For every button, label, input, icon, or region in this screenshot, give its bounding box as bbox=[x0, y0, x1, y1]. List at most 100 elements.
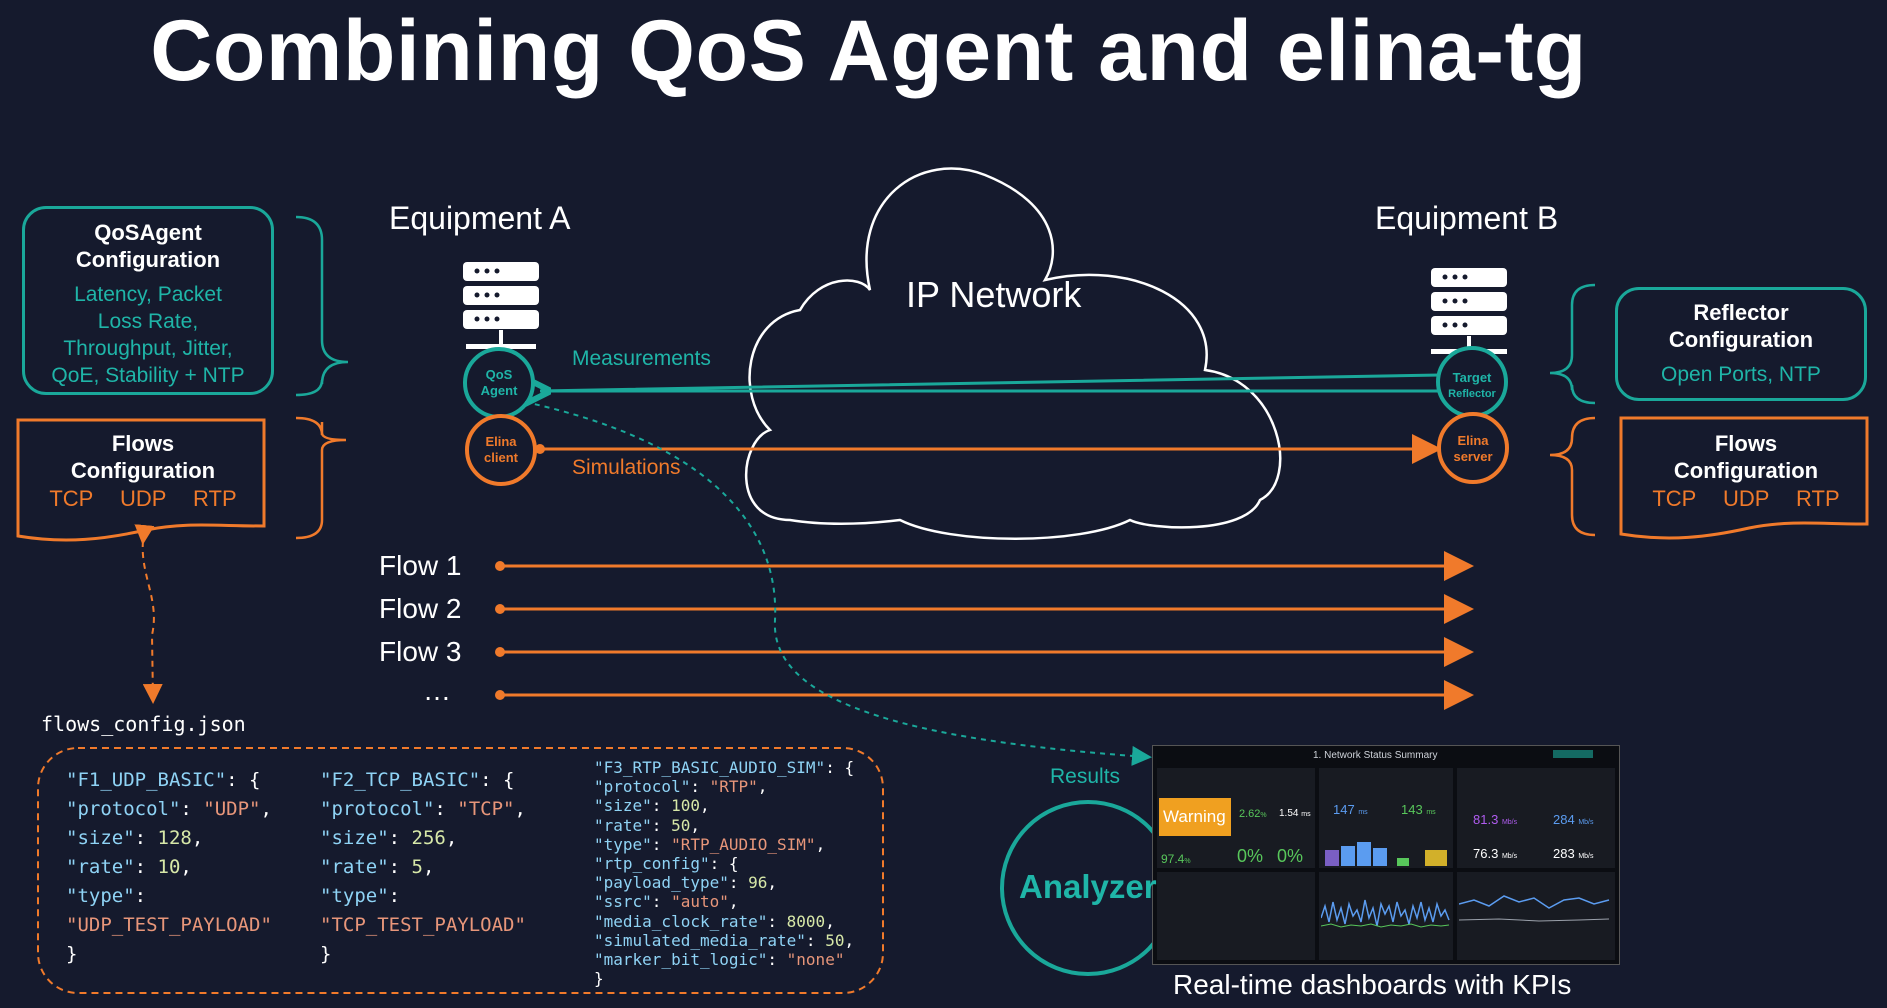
unit: Mb/s bbox=[1501, 819, 1518, 826]
equipment-b-label: Equipment B bbox=[1375, 200, 1559, 236]
dashboard-logo bbox=[1553, 750, 1593, 758]
equipment-a-label: Equipment A bbox=[389, 200, 571, 236]
dashboard-value-v6: 284 Mb/s bbox=[1553, 812, 1594, 827]
reflector-config-box: Reflector Configuration Open Ports, NTP bbox=[1615, 287, 1867, 401]
dashboard-value-v7: 97.4% bbox=[1161, 852, 1191, 866]
code-column-3: "F3_RTP_BASIC_AUDIO_SIM": { "protocol": … bbox=[594, 758, 855, 989]
config-file-name: flows_config.json bbox=[41, 712, 246, 736]
qos-config-line: Latency, Packet bbox=[74, 283, 222, 306]
elina-client-label-2: client bbox=[484, 450, 518, 465]
code-value: 100 bbox=[671, 796, 700, 816]
elina-client-node bbox=[465, 414, 537, 486]
code-value: "TCP_TEST_PAYLOAD" bbox=[320, 914, 526, 936]
value: 284 bbox=[1553, 812, 1575, 827]
flows-config-right-title-2: Configuration bbox=[1673, 458, 1819, 483]
flow-more-label: … bbox=[423, 675, 451, 706]
unit: ms bbox=[1426, 809, 1436, 816]
dashboard-title: 1. Network Status Summary bbox=[1313, 750, 1438, 761]
flows-config-left-shape bbox=[16, 418, 266, 542]
dashboard-value-v9: 0% bbox=[1277, 846, 1304, 866]
code-value: 96 bbox=[748, 873, 768, 893]
dashboard-value-v4: 143 ms bbox=[1401, 802, 1436, 817]
code-value: "RTP_AUDIO_SIM" bbox=[671, 834, 816, 854]
qos-config-title-2: Configuration bbox=[75, 247, 221, 272]
flows-config-left-title-1: Flows bbox=[111, 431, 175, 456]
elina-server-label-2: server bbox=[1453, 449, 1493, 464]
dashboard-value-v8: 0% bbox=[1237, 846, 1264, 866]
unit: ms bbox=[1358, 809, 1368, 816]
dashboard-value-v3: 147 ms bbox=[1333, 802, 1368, 817]
bracket-qos-config bbox=[295, 215, 349, 397]
protocol-tcp: TCP bbox=[49, 486, 94, 511]
value: 147 bbox=[1333, 802, 1355, 817]
code-key: "F2_TCP_BASIC" bbox=[320, 769, 481, 791]
unit: ms bbox=[1301, 811, 1311, 818]
results-label: Results bbox=[1050, 765, 1121, 788]
page-title: Combining QoS Agent and elina-tg bbox=[150, 3, 1587, 99]
dashboard-latency-history bbox=[1321, 899, 1450, 928]
analyzer-label: Analyzer bbox=[1019, 868, 1157, 905]
value: 97.4 bbox=[1161, 852, 1185, 866]
measurements-label: Measurements bbox=[572, 347, 711, 370]
dashboard-value-v11: 283 Mb/s bbox=[1553, 846, 1594, 861]
qos-config-title-1: QoSAgent bbox=[94, 220, 202, 245]
code-value: 5 bbox=[411, 856, 423, 878]
warning-tile bbox=[1159, 798, 1231, 836]
unit: Mb/s bbox=[1578, 853, 1594, 860]
unit: Mb/s bbox=[1501, 853, 1518, 860]
code-column-1: "F1_UDP_BASIC": { "protocol": "UDP", "si… bbox=[66, 769, 272, 965]
code-value: "RTP" bbox=[709, 777, 758, 797]
unit: % bbox=[1184, 858, 1191, 865]
target-reflector-label: Target Reflector bbox=[1436, 370, 1508, 402]
code-value: 10 bbox=[157, 856, 181, 878]
bracket-reflector-config bbox=[1549, 283, 1596, 405]
value: 143 bbox=[1401, 802, 1423, 817]
flow-1-label: Flow 1 bbox=[379, 550, 462, 581]
code-value: "UDP" bbox=[203, 798, 261, 820]
flow-2-label: Flow 2 bbox=[379, 593, 462, 624]
elina-client-label: Elina client bbox=[469, 434, 533, 466]
flow-arrows bbox=[495, 551, 1474, 710]
flows-config-right-box: Flows Configuration TCP UDP RTP bbox=[1621, 430, 1871, 512]
dashboard-thumbnail: 1. Network Status Summary Warning 2.62% … bbox=[1152, 745, 1620, 965]
code-value: 50 bbox=[671, 815, 691, 835]
protocol-rtp: RTP bbox=[193, 486, 237, 511]
target-reflector-label-1: Target bbox=[1452, 370, 1492, 385]
elina-server-label-1: Elina bbox=[1457, 433, 1489, 448]
dashboard-value-v2: 1.54 ms bbox=[1279, 808, 1311, 819]
protocol-udp: UDP bbox=[119, 486, 167, 511]
flows-config-left-title-2: Configuration bbox=[70, 458, 216, 483]
results-dashed-arrow bbox=[524, 401, 1152, 766]
code-value: 128 bbox=[157, 827, 192, 849]
qos-agent-label-2: Agent bbox=[480, 383, 518, 398]
code-column-2: "F2_TCP_BASIC": { "protocol": "TCP", "si… bbox=[320, 769, 526, 965]
value: 76.3 bbox=[1473, 846, 1499, 861]
dashboard-caption: Real-time dashboards with KPIs bbox=[1173, 969, 1572, 1000]
elina-server-node bbox=[1437, 412, 1509, 484]
code-value: "UDP_TEST_PAYLOAD" bbox=[66, 914, 272, 936]
unit: % bbox=[1260, 812, 1267, 819]
code-key: "F3_RTP_BASIC_AUDIO_SIM" bbox=[594, 758, 826, 777]
flows-config-left-box: Flows Configuration TCP UDP RTP bbox=[18, 430, 268, 512]
dashboard-throughput-graph bbox=[1459, 895, 1610, 922]
server-icon-a bbox=[463, 262, 539, 349]
code-value: 50 bbox=[825, 930, 845, 950]
measurements-loop bbox=[540, 375, 1464, 391]
code-value: 256 bbox=[411, 827, 446, 849]
config-file-dashed-arrow bbox=[134, 524, 163, 704]
qos-agent-label: QoS Agent bbox=[467, 367, 531, 399]
qos-agent-label-1: QoS bbox=[485, 367, 513, 382]
value: 2.62 bbox=[1239, 808, 1261, 820]
reflector-text: Open Ports, NTP bbox=[1661, 363, 1821, 386]
qos-agent-config-box: QoSAgent Configuration Latency, Packet L… bbox=[22, 206, 274, 395]
protocol-udp: UDP bbox=[1722, 486, 1770, 511]
dashboard-bar-chart bbox=[1325, 842, 1447, 866]
unit: Mb/s bbox=[1578, 819, 1594, 826]
protocol-rtp: RTP bbox=[1796, 486, 1840, 511]
reflector-title-2: Configuration bbox=[1668, 327, 1814, 352]
value: 1.54 bbox=[1279, 808, 1299, 819]
value: 81.3 bbox=[1473, 812, 1499, 827]
ip-network-cloud bbox=[745, 167, 1282, 540]
simulations-label: Simulations bbox=[572, 456, 681, 479]
